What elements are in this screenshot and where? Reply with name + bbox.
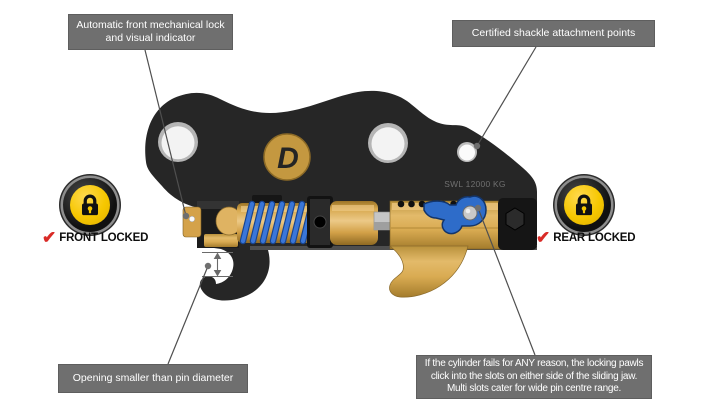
- locking-pawl: [423, 195, 487, 235]
- check-icon: ✔: [536, 228, 551, 247]
- callout-opening-line1: Opening smaller than pin diameter: [72, 371, 234, 384]
- cylinder-clamp: [307, 196, 333, 248]
- leader-opening: [167, 265, 209, 365]
- pin-bore-center: [368, 123, 408, 163]
- brand-logo: D: [263, 133, 311, 181]
- check-icon: ✔: [42, 228, 57, 247]
- shackle-attachment-hole: [457, 142, 477, 162]
- callout-shackle: Certified shackle attachment points: [452, 20, 655, 47]
- leader-front-lock: [144, 49, 187, 217]
- rear-hook: [389, 245, 469, 298]
- hydraulic-cylinder: [330, 201, 378, 245]
- jaw-end-cap: [498, 198, 537, 250]
- leader-lines: [144, 46, 537, 365]
- front-lock-indicator: [182, 206, 202, 238]
- callout-failsafe-line2: click into the slots on either side of t…: [430, 370, 638, 382]
- callout-front-lock: Automatic front mechanical lock and visu…: [68, 14, 233, 50]
- padlock-icon: [575, 194, 593, 216]
- front-lock-mechanism: [182, 201, 243, 248]
- cylinder-highlight: [332, 205, 374, 211]
- callout-shackle-line1: Certified shackle attachment points: [471, 26, 636, 39]
- callout-front-lock-line2: and visual indicator: [105, 32, 196, 44]
- swl-rating-text: SWL 12000 KG: [444, 179, 505, 189]
- callout-failsafe-line3: Multi slots cater for wide pin centre ra…: [446, 383, 622, 395]
- front-locked-label: FRONT LOCKED: [59, 231, 149, 244]
- front-lock-badge: [63, 178, 117, 232]
- rear-locked-label: REAR LOCKED: [553, 231, 636, 244]
- callout-front-lock-line1: Automatic front mechanical lock: [76, 18, 225, 31]
- leader-shackle: [476, 46, 537, 147]
- rear-lock-badge-face: [564, 185, 604, 225]
- callout-failsafe: If the cylinder fails for ANY reason, th…: [416, 355, 652, 399]
- padlock-icon: [81, 194, 99, 216]
- callout-failsafe-line1: If the cylinder fails for ANY reason, th…: [424, 357, 644, 369]
- front-locked-status: ✔ FRONT LOCKED: [42, 229, 162, 246]
- brand-logo-letter: D: [277, 142, 299, 175]
- rear-locked-status: ✔ REAR LOCKED: [536, 229, 656, 246]
- opening-dimension-arrow: [202, 251, 233, 278]
- hex-bolt-icon: [505, 207, 525, 231]
- callout-opening: Opening smaller than pin diameter: [58, 364, 248, 393]
- leader-failsafe: [477, 207, 536, 356]
- rear-lock-badge: [557, 178, 611, 232]
- front-lock-badge-face: [70, 185, 110, 225]
- coupler-body: [145, 90, 537, 301]
